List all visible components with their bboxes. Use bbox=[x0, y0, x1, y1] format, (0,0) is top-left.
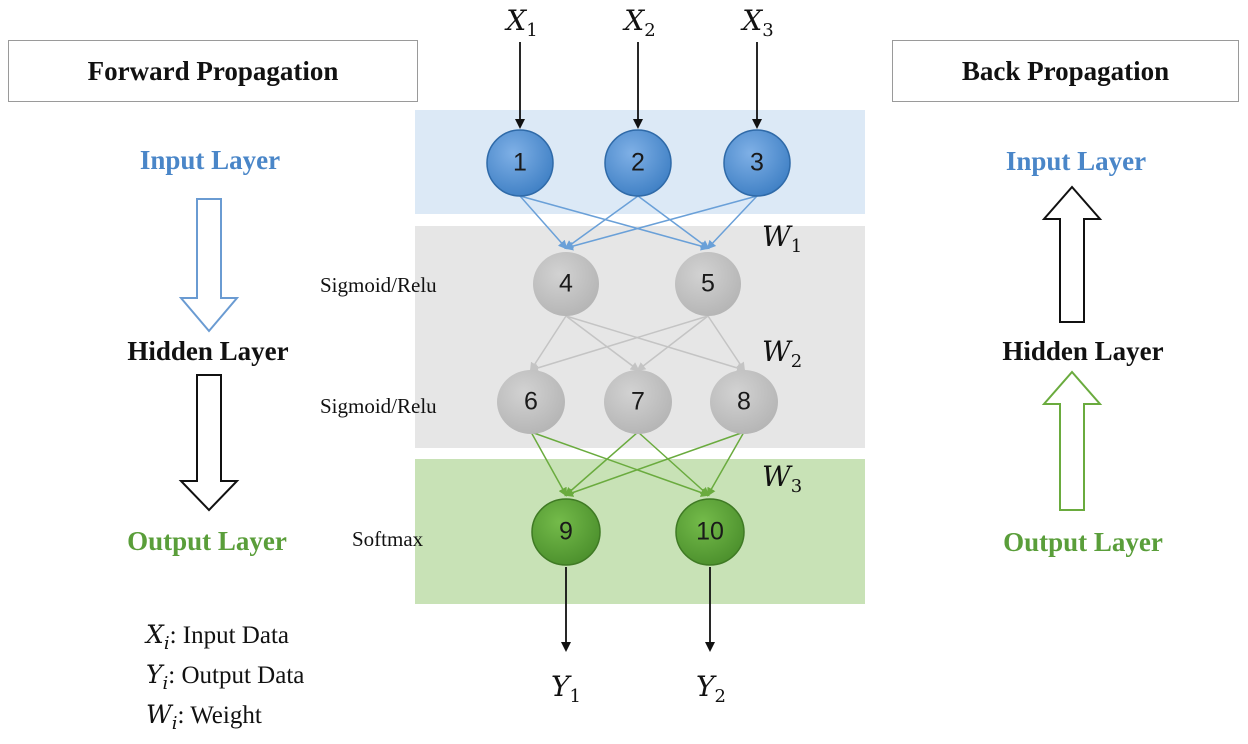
node-4 bbox=[533, 252, 599, 316]
output-layer-band bbox=[415, 459, 865, 604]
w3-connections bbox=[530, 431, 745, 497]
legend-w-sub: i bbox=[171, 713, 178, 734]
weight-w2-symbol: W bbox=[762, 335, 791, 368]
node-9 bbox=[531, 498, 601, 566]
node-label-2: 2 bbox=[631, 148, 645, 177]
input-x2-symbol: X bbox=[624, 4, 645, 37]
activation-hidden2: Sigmoid/Relu bbox=[320, 394, 437, 418]
node-1 bbox=[486, 129, 554, 197]
forward-input-layer-label: Input Layer bbox=[139, 145, 281, 175]
output-arrows bbox=[561, 567, 715, 652]
back-propagation-title: Back Propagation bbox=[892, 40, 1239, 102]
forward-output-layer-label: Output Layer bbox=[127, 526, 287, 556]
legend-weight: Wi: Weight bbox=[146, 700, 262, 734]
input-label-x3: X3 bbox=[742, 4, 773, 41]
back-arrow-output-to-hidden bbox=[1041, 370, 1103, 511]
back-hidden-layer-label: Hidden Layer bbox=[1002, 336, 1164, 366]
node-6 bbox=[497, 370, 565, 434]
legend-x-symbol: X bbox=[146, 620, 164, 649]
forward-title-text: Forward Propagation bbox=[87, 55, 339, 86]
output-label-y1: Y1 bbox=[551, 670, 581, 707]
weight-label-w1: W1 bbox=[762, 220, 802, 257]
output-y1-symbol: Y bbox=[551, 670, 570, 703]
forward-arrow-hidden-to-output bbox=[178, 374, 240, 512]
activation-hidden1: Sigmoid/Relu bbox=[320, 273, 437, 297]
input-x1-symbol: X bbox=[506, 4, 527, 37]
back-arrow-hidden-to-input bbox=[1041, 185, 1103, 323]
node-2 bbox=[604, 129, 672, 197]
legend-w-symbol: W bbox=[146, 700, 172, 729]
weight-w3-symbol: W bbox=[762, 460, 791, 493]
input-arrows bbox=[515, 42, 762, 129]
back-title-text: Back Propagation bbox=[961, 55, 1170, 86]
input-nodes bbox=[486, 129, 791, 197]
input-x3-symbol: X bbox=[742, 4, 763, 37]
node-label-1: 1 bbox=[513, 148, 527, 177]
weight-w1-symbol: W bbox=[762, 220, 791, 253]
legend-y-sub: i bbox=[162, 673, 169, 694]
node-label-6: 6 bbox=[524, 387, 538, 416]
weight-label-w3: W3 bbox=[762, 460, 802, 497]
node-8 bbox=[710, 370, 778, 434]
output-y1-sub: 1 bbox=[569, 686, 581, 707]
forward-hidden-layer-label: Hidden Layer bbox=[127, 336, 289, 366]
legend-output-data: Yi: Output Data bbox=[146, 660, 304, 694]
input-x1-sub: 1 bbox=[526, 20, 538, 41]
input-label-x1: X1 bbox=[506, 4, 537, 41]
output-y2-symbol: Y bbox=[696, 670, 715, 703]
node-label-8: 8 bbox=[737, 387, 751, 416]
input-label-x2: X2 bbox=[624, 4, 655, 41]
legend-y-symbol: Y bbox=[146, 660, 163, 689]
node-5 bbox=[675, 252, 741, 316]
output-label-y2: Y2 bbox=[696, 670, 726, 707]
legend-w-text: : Weight bbox=[177, 702, 262, 729]
legend-input-data: Xi: Input Data bbox=[146, 620, 289, 654]
output-y2-sub: 2 bbox=[714, 686, 726, 707]
back-input-layer-label: Input Layer bbox=[1005, 146, 1147, 176]
weight-label-w2: W2 bbox=[762, 335, 802, 372]
node-10 bbox=[675, 498, 745, 566]
node-label-5: 5 bbox=[701, 269, 715, 298]
weight-w1-sub: 1 bbox=[790, 236, 803, 257]
output-nodes bbox=[531, 498, 745, 566]
back-output-layer-label: Output Layer bbox=[1003, 527, 1163, 557]
weight-w2-sub: 2 bbox=[790, 351, 803, 372]
w1-connections bbox=[519, 195, 758, 251]
weight-w3-sub: 3 bbox=[790, 476, 803, 497]
node-label-9: 9 bbox=[559, 517, 573, 546]
node-label-7: 7 bbox=[631, 387, 645, 416]
legend-x-sub: i bbox=[163, 633, 170, 654]
forward-propagation-title: Forward Propagation bbox=[8, 40, 418, 102]
node-3 bbox=[723, 129, 791, 197]
forward-arrow-input-to-hidden bbox=[178, 198, 240, 333]
activation-output: Softmax bbox=[352, 527, 424, 551]
input-x2-sub: 2 bbox=[644, 20, 656, 41]
hidden2-nodes bbox=[497, 370, 778, 434]
w2-connections bbox=[529, 315, 746, 373]
node-label-4: 4 bbox=[559, 269, 573, 298]
legend-y-text: : Output Data bbox=[168, 662, 305, 689]
legend-x-text: : Input Data bbox=[169, 622, 289, 649]
node-7 bbox=[604, 370, 672, 434]
hidden1-nodes bbox=[533, 252, 741, 316]
node-label-3: 3 bbox=[750, 148, 764, 177]
input-x3-sub: 3 bbox=[762, 20, 774, 41]
node-label-10: 10 bbox=[696, 517, 724, 546]
